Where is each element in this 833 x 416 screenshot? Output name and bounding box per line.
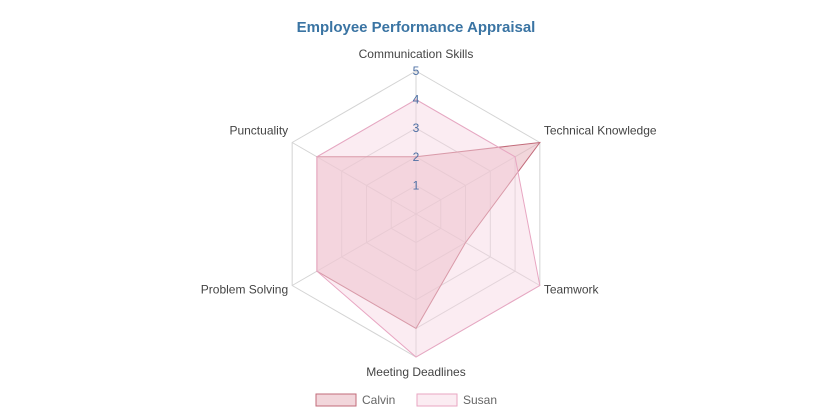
- series-area-susan[interactable]: [316, 99, 541, 358]
- axis-label: Technical Knowledge: [544, 124, 657, 138]
- tick-label: 4: [413, 93, 420, 107]
- legend-swatch: [416, 393, 458, 407]
- radial-tick-labels: 1 2 3 4 5: [413, 64, 420, 192]
- chart-title: Employee Performance Appraisal: [297, 19, 536, 36]
- axis-label: Communication Skills: [359, 47, 474, 61]
- tick-label: 5: [413, 64, 420, 78]
- tick-label: 3: [413, 121, 420, 135]
- tick-label: 1: [413, 178, 420, 192]
- legend-item-calvin[interactable]: Calvin: [315, 393, 395, 407]
- legend-label: Calvin: [362, 393, 395, 407]
- axis-label: Teamwork: [544, 283, 600, 297]
- legend-swatch: [315, 393, 357, 407]
- tick-label: 2: [413, 150, 420, 164]
- axis-label: Punctuality: [229, 124, 288, 138]
- legend[interactable]: Calvin Susan: [315, 393, 497, 407]
- radar-series: [316, 99, 541, 358]
- axis-label: Problem Solving: [201, 283, 288, 297]
- legend-item-susan[interactable]: Susan: [416, 393, 497, 407]
- axis-label: Meeting Deadlines: [366, 365, 465, 379]
- legend-label: Susan: [463, 393, 497, 407]
